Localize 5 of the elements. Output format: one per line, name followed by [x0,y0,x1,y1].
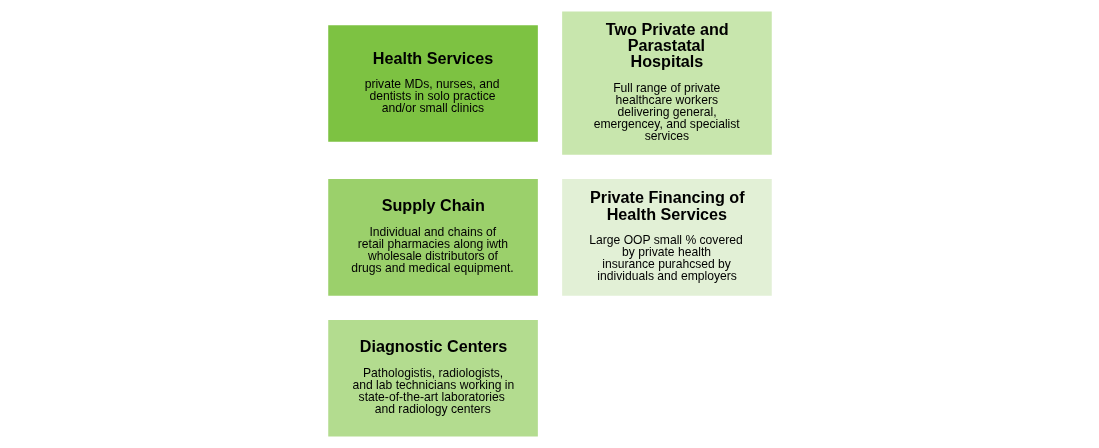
node-box: Diagnostic Centers Pathologistis, radiologists, and lab technicians working in state-of-the-art laboratories and radiology centers [327,319,538,437]
node-box: Supply Chain Individual and chains of retail pharmacies along iwth wholesale distributors of drugs and medical equipment. [327,179,538,296]
node-box: Private Financing of Health Services Large OOP small % covered by private health insurance purahcsed by individuals and employers [561,179,772,296]
node-box: Two Private and Parastatal Hospitals Full range of private healthcare workers delivering general, emergencey, and specialist services [561,11,772,155]
node-box: Health Services private MDs, nurses, and dentists in solo practice and/or small clinics [327,25,538,142]
